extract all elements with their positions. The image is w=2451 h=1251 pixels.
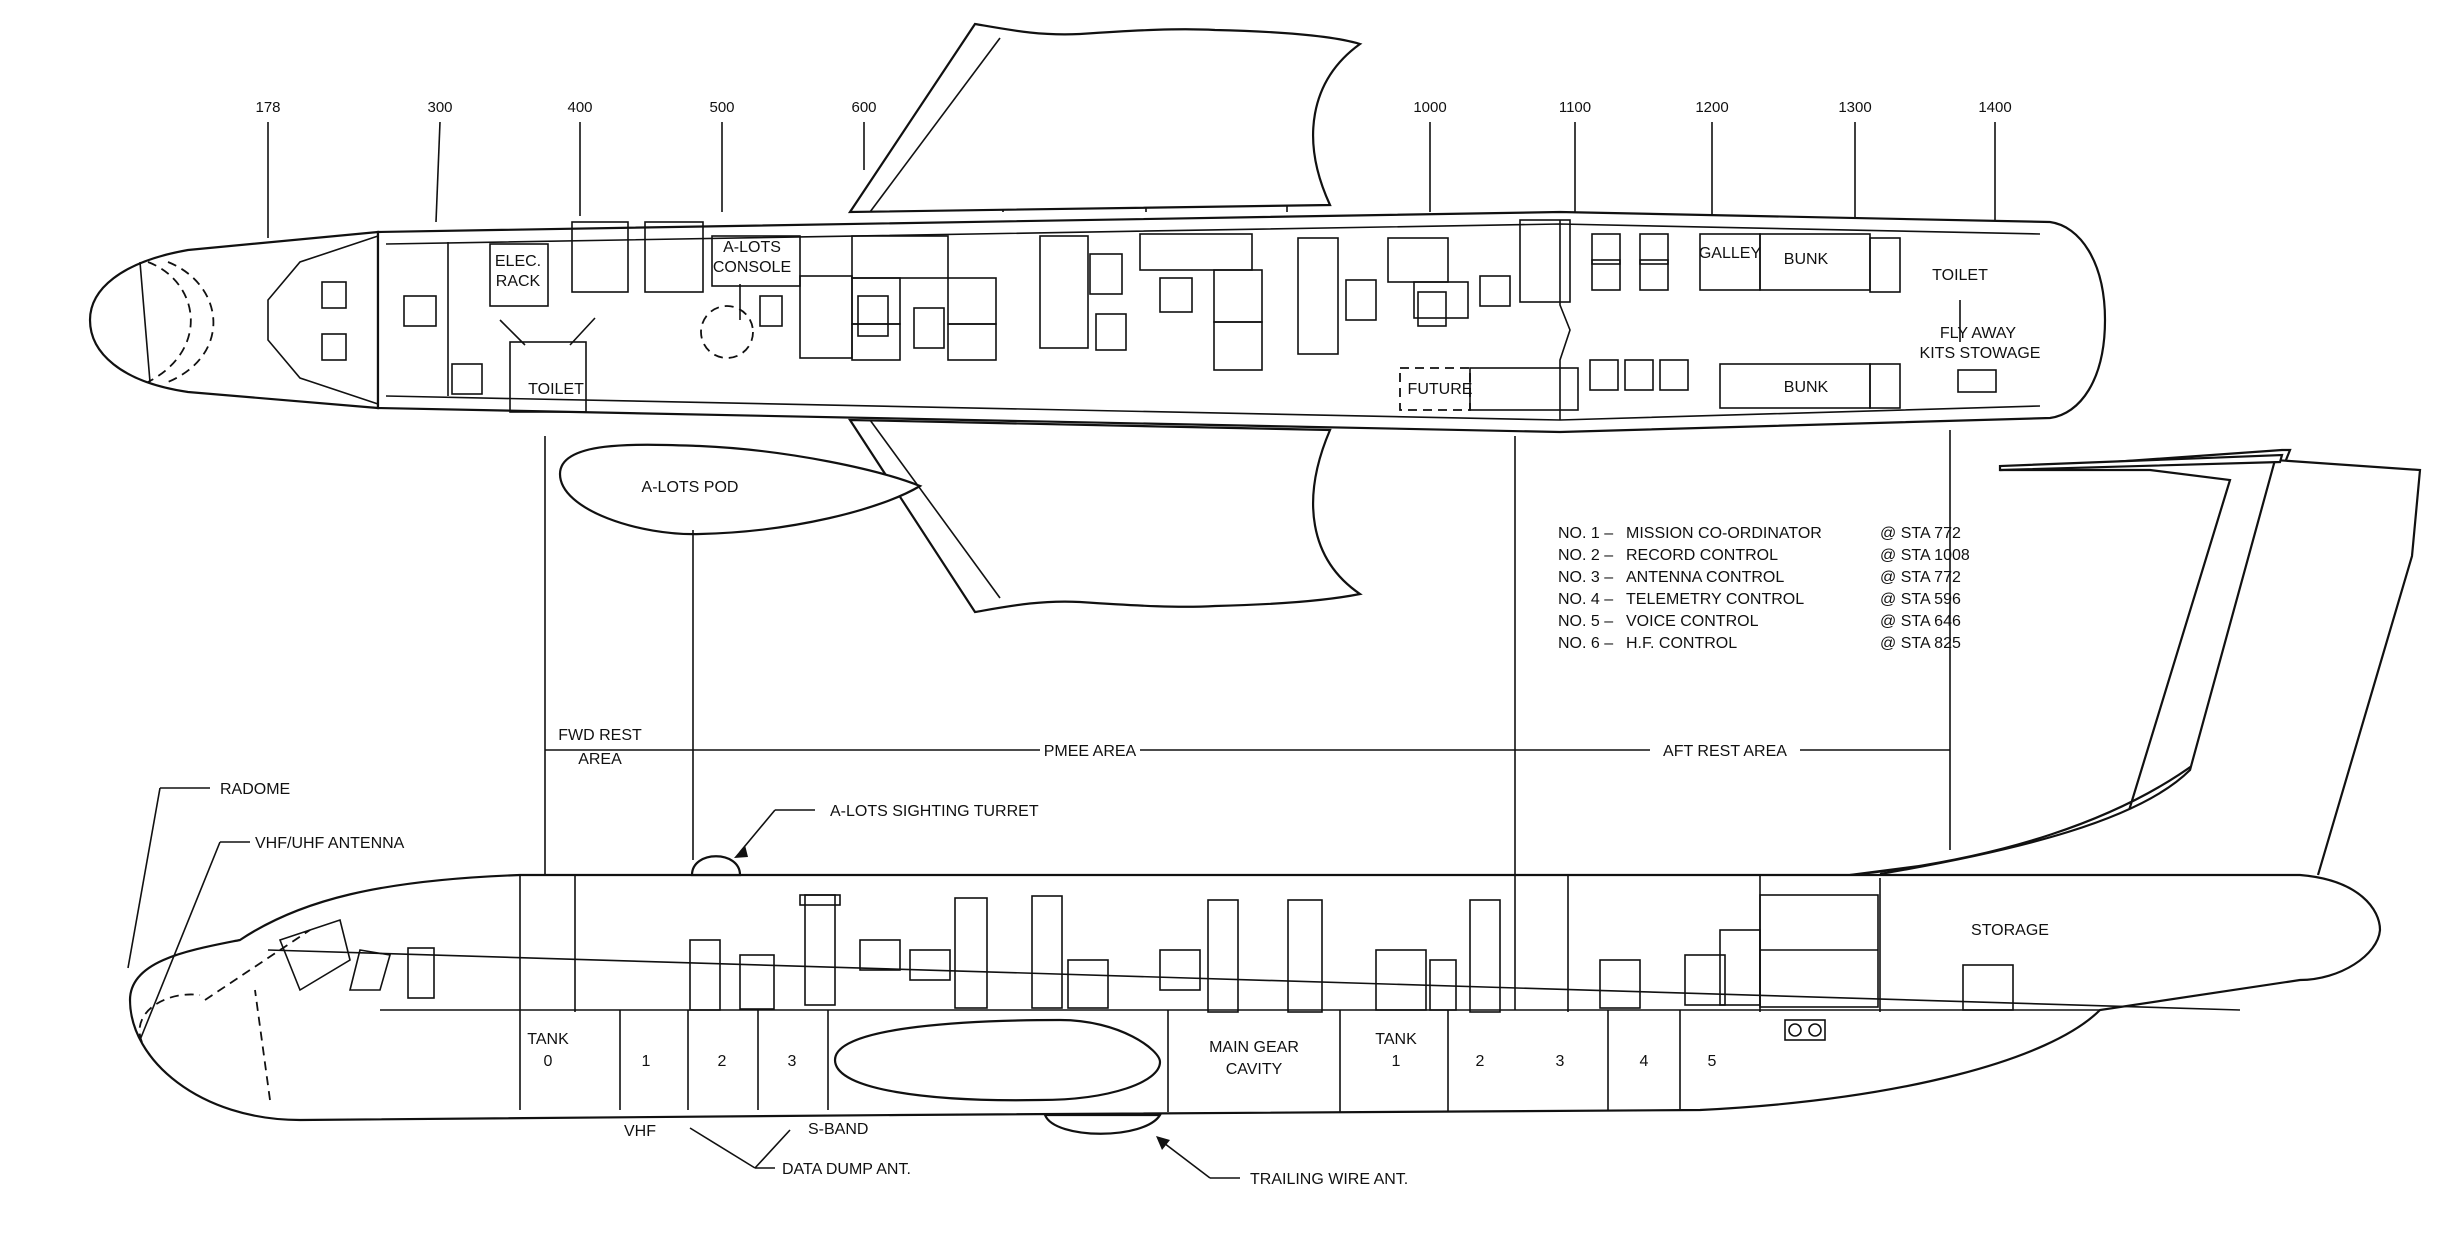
fly-away-label: FLY AWAY [1940,325,2017,342]
bunk-lower-label: BUNK [1784,379,1829,396]
position-number: NO. 3 – [1558,569,1613,586]
position-role: MISSION CO-ORDINATOR [1626,525,1822,542]
station-label: 178 [255,99,280,116]
tank1-label: 1 [1392,1053,1401,1070]
alots-console-label: CONSOLE [713,259,791,276]
alots-turret-label: A-LOTS SIGHTING TURRET [830,803,1039,820]
plan-nose [88,230,380,410]
future-label: FUTURE [1408,381,1473,398]
fly-away-label: KITS STOWAGE [1920,345,2041,362]
wing-upper [847,22,1363,214]
alots-pod [558,443,923,536]
vhf-label: VHF [624,1123,656,1140]
position-station: @ STA 596 [1880,591,1961,608]
storage-label: STORAGE [1971,922,2049,939]
station-label: 1000 [1413,99,1446,116]
data-dump-label: DATA DUMP ANT. [782,1161,911,1178]
area-dimensions: FWD REST AREA PMEE AREA AFT REST AREA [544,430,1951,875]
radome-label: RADOME [220,781,290,798]
position-station: @ STA 1008 [1880,547,1970,564]
position-station: @ STA 646 [1880,613,1961,630]
position-number: NO. 2 – [1558,547,1613,564]
bay-label: 3 [788,1053,797,1070]
vhf-uhf-antenna-label: VHF/UHF ANTENNA [255,835,405,852]
alots-pod-label: A-LOTS POD [642,479,739,496]
position-role: VOICE CONTROL [1626,613,1759,630]
side-fuselage [128,873,2382,1122]
station-label: 1200 [1695,99,1728,116]
wing-lower [847,418,1363,614]
bay-label: 4 [1640,1053,1649,1070]
plan-view: ELEC. RACK A-LOTS CONSOLE TOILET FUTURE … [88,22,2107,614]
position-role: H.F. CONTROL [1626,635,1737,652]
tank0-label: TANK [527,1031,569,1048]
station-label: 1300 [1838,99,1871,116]
bay-label: 1 [642,1053,651,1070]
bay-label: 3 [1556,1053,1565,1070]
station-label: 300 [427,99,452,116]
fwd-rest-label: AREA [578,751,622,768]
position-number: NO. 6 – [1558,635,1613,652]
alots-console-label: A-LOTS [723,239,781,256]
bay-label: 2 [1476,1053,1485,1070]
bunk-upper-label: BUNK [1784,251,1829,268]
station-label: 1100 [1559,99,1591,116]
station-label: 600 [851,99,876,116]
tank1-label: TANK [1375,1031,1417,1048]
toilet-aft-label: TOILET [1932,267,1988,284]
station-label: 500 [709,99,734,116]
bay-label: 2 [718,1053,727,1070]
position-number: NO. 1 – [1558,525,1613,542]
fwd-rest-label: FWD REST [558,727,642,744]
position-station: @ STA 772 [1880,569,1961,586]
station-label: 400 [567,99,592,116]
side-view: TANK 0 1 2 3 MAIN GEAR CAVITY TANK 1 2 3… [127,448,2422,1188]
position-role: TELEMETRY CONTROL [1626,591,1804,608]
bay-label: 5 [1708,1053,1717,1070]
aft-rest-label: AFT REST AREA [1663,743,1787,760]
tank0-label: 0 [544,1053,553,1070]
elec-rack-label: RACK [496,273,541,290]
elec-rack-label: ELEC. [495,253,541,270]
trailing-wire-label: TRAILING WIRE ANT. [1250,1171,1408,1188]
position-station: @ STA 772 [1880,525,1961,542]
positions-list: NO. 1 – MISSION CO-ORDINATOR @ STA 772 N… [1558,525,1970,652]
station-label: 1400 [1978,99,2011,116]
position-station: @ STA 825 [1880,635,1961,652]
main-gear-label: MAIN GEAR [1209,1039,1299,1056]
main-gear-label: CAVITY [1226,1061,1283,1078]
sband-label: S-BAND [808,1121,868,1138]
position-role: RECORD CONTROL [1626,547,1778,564]
position-role: ANTENNA CONTROL [1626,569,1784,586]
pmee-area-label: PMEE AREA [1044,743,1137,760]
galley-label: GALLEY [1699,245,1762,262]
position-number: NO. 5 – [1558,613,1613,630]
toilet-fwd-label: TOILET [528,381,584,398]
position-number: NO. 4 – [1558,591,1613,608]
